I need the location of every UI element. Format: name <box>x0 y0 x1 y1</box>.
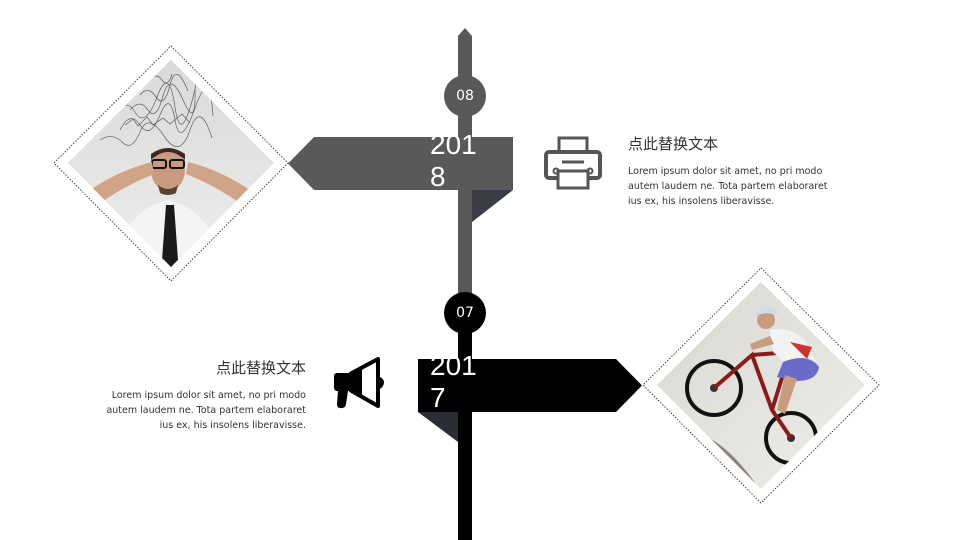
mountain-biker-photo <box>657 282 865 489</box>
year-label-2018: 2018 <box>430 129 477 192</box>
milestone-title-2018: 点此替换文本 <box>628 135 719 153</box>
stressed-man-photo <box>68 60 274 267</box>
printer-icon <box>544 136 602 190</box>
sign-2018 <box>288 137 513 190</box>
milestone-title-2017: 点此替换文本 <box>215 359 306 377</box>
megaphone-icon <box>334 357 384 409</box>
milestone-number-08: 08 <box>444 75 486 117</box>
photo-frame-2017 <box>642 267 880 504</box>
sign-2017-fold <box>418 412 458 442</box>
sign-2018-fold <box>472 190 513 222</box>
milestone-number-07: 07 <box>444 292 486 334</box>
milestone-description-2018: Lorem ipsum dolor sit amet, no pri modo … <box>628 166 828 207</box>
milestone-description-2017: Lorem ipsum dolor sit amet, no pri modo … <box>106 390 306 431</box>
photo-frame-2018 <box>53 45 289 282</box>
sign-2017 <box>418 359 642 412</box>
year-label-2017: 2017 <box>430 350 477 413</box>
